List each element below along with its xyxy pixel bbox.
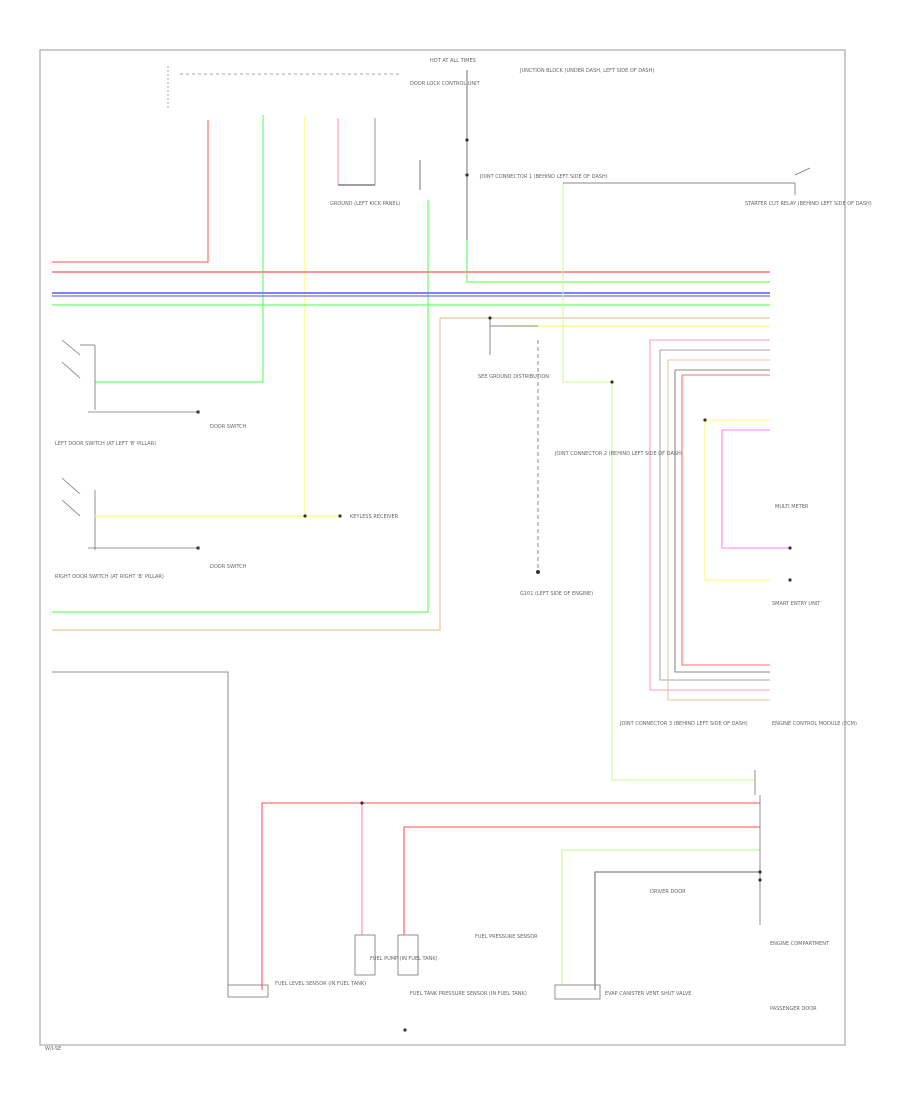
label-fuel-pump: FUEL PUMP (IN FUEL TANK) (370, 956, 438, 962)
label-fuel-pressure: FUEL PRESSURE SENSOR (475, 934, 538, 940)
wire-gray-bot6 (52, 671, 229, 985)
label-footer: W/I-SE (45, 1046, 61, 1052)
label-driver-door: DRIVER DOOR (650, 889, 686, 895)
label-right-door-switch: RIGHT DOOR SWITCH (AT RIGHT 'B' PILLAR) (55, 574, 164, 580)
wire-red-bot3 (403, 826, 760, 935)
label-door-switch-1: DOOR SWITCH (210, 424, 247, 430)
wire-gray-rb4 (659, 350, 770, 681)
wire-tan-jb4 (52, 318, 441, 631)
wire-violet-rb9 (721, 430, 790, 549)
wire-green-v1 (95, 115, 264, 383)
wire-yellow-rb8 (704, 420, 770, 581)
horizontal-buses (52, 271, 770, 327)
label-smart-entry: SMART ENTRY UNIT (772, 601, 821, 607)
wire-lime-rb10 (611, 382, 755, 781)
label-joint-connector-1: JOINT CONNECTOR 1 (BEHIND LEFT SIDE OF D… (479, 174, 608, 180)
wire-green-jb2 (466, 240, 770, 283)
label-multi-meter: MULTI METER (775, 504, 809, 510)
relay-top-right (794, 167, 811, 195)
connector-yellow-end (338, 514, 342, 518)
label-starter-cut-relay: STARTER CUT RELAY (BEHIND LEFT SIDE OF D… (745, 201, 872, 207)
wire-black-bot5 (594, 871, 760, 990)
label-see-ground: SEE GROUND DISTRIBUTION (478, 374, 549, 380)
vertical-wires-top (52, 115, 376, 516)
wire-red-v1 (52, 120, 209, 263)
bottom-wires (52, 671, 760, 990)
left-door-switch (61, 339, 200, 414)
label-ground-b: G101 (LEFT SIDE OF ENGINE) (520, 591, 593, 597)
right-wire-bundle (562, 182, 795, 781)
right-door-switch (61, 477, 200, 550)
label-hot-at-all-times: HOT AT ALL TIMES (430, 58, 476, 64)
label-ground-a: GROUND (LEFT KICK PANEL) (330, 201, 400, 207)
label-evap: EVAP CANISTER VENT SHUT VALVE (605, 991, 691, 997)
label-junction-block: JUNCTION BLOCK (UNDER DASH, LEFT SIDE OF… (519, 68, 654, 74)
label-engine-compartment: ENGINE COMPARTMENT (770, 941, 830, 947)
splice-points (360, 138, 792, 1032)
wire-red-bot1 (261, 802, 760, 990)
top-left-connector (167, 66, 400, 110)
label-joint-connector-3: JOINT CONNECTOR 3 (BEHIND LEFT SIDE OF D… (619, 721, 748, 727)
diagram-frame (39, 49, 846, 1046)
junction-block-wires (52, 70, 770, 631)
text-labels: HOT AT ALL TIMES JUNCTION BLOCK (UNDER D… (45, 58, 872, 1052)
wire-tan-rb5 (667, 360, 770, 701)
label-door-lock-unit: DOOR LOCK CONTROL UNIT (410, 81, 481, 87)
wire-pink-rb3 (649, 340, 770, 691)
wire-lime-bot4 (561, 849, 760, 985)
center-ground-wires (489, 318, 540, 574)
label-joint-connector-2: JOINT CONNECTOR 2 (BEHIND LEFT SIDE OF D… (554, 451, 683, 457)
wire-lime-rb1 (562, 183, 612, 383)
wire-black-rb6 (674, 370, 770, 673)
label-ecm: ENGINE CONTROL MODULE (ECM) (772, 721, 857, 727)
wire-red-rb7 (681, 375, 770, 666)
label-door-switch-2: DOOR SWITCH (210, 564, 247, 570)
label-left-door-switch: LEFT DOOR SWITCH (AT LEFT 'B' PILLAR) (55, 441, 156, 447)
label-passenger-door: PASSENGER DOOR (770, 1006, 817, 1012)
wire-green-jb3 (52, 200, 429, 613)
label-keyless-receiver: KEYLESS RECEIVER (350, 514, 399, 520)
splice-yellow (303, 514, 307, 518)
label-fuel-tank-pressure: FUEL TANK PRESSURE SENSOR (IN FUEL TANK) (410, 991, 527, 997)
bottom-components (227, 770, 761, 1000)
label-fuel-level: FUEL LEVEL SENSOR (IN FUEL TANK) (275, 981, 366, 987)
